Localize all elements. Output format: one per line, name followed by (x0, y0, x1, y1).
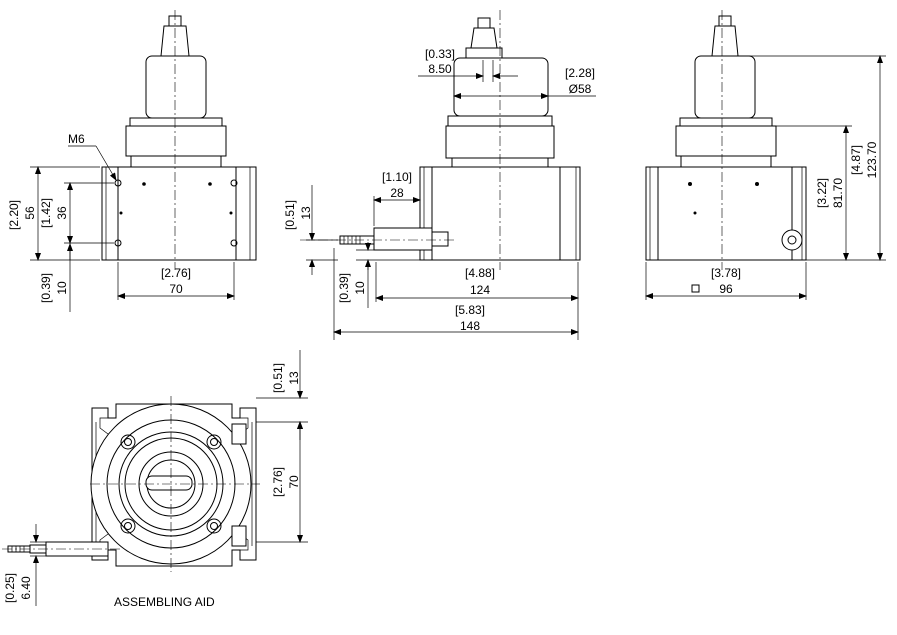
front-holes-in: [1.42] (39, 198, 53, 228)
back-housing-in: [3.22] (815, 178, 829, 208)
bottom-span-mm: 70 (287, 475, 301, 489)
bottom-span-in: [2.76] (271, 467, 285, 497)
back-total-mm: 123.70 (865, 141, 879, 178)
side-dia-mm: Ø58 (569, 82, 592, 96)
front-height-mm: 56 (23, 206, 37, 220)
side-conn-mm: 28 (390, 186, 404, 200)
side-base-mm: 10 (353, 281, 367, 295)
front-height-in: [2.20] (7, 200, 21, 230)
front-base-mm: 10 (55, 281, 69, 295)
back-view: [3.22] 81.70 [4.87] 123.70 [3.78] 96 (645, 10, 886, 300)
side-conn-h-mm: 13 (299, 206, 313, 220)
side-base-in: [0.39] (337, 273, 351, 303)
side-view: [0.33] 8.50 [2.28] Ø58 [1.10] 28 [0.51] … (283, 10, 596, 340)
side-dia-in: [2.28] (565, 66, 595, 80)
front-holes-mm: 36 (55, 206, 69, 220)
front-view: M6 [2.20] 56 [1.42] 36 [0.39] 10 [2.76] … (7, 10, 257, 312)
thread-label: M6 (68, 132, 85, 146)
bolt-holes (120, 434, 222, 534)
side-body-mm: 124 (470, 283, 490, 297)
caption-assembling-aid: ASSEMBLING AID (114, 595, 215, 609)
back-housing-mm: 81.70 (831, 178, 845, 208)
side-conn-in: [1.10] (382, 170, 412, 184)
side-flat-mm: 8.50 (428, 62, 452, 76)
side-flat-in: [0.33] (425, 47, 455, 61)
side-conn-h-in: [0.51] (283, 200, 297, 230)
front-width-in: [2.76] (161, 266, 191, 280)
bottom-top-mm: 13 (287, 371, 301, 385)
bottom-top-in: [0.51] (271, 363, 285, 393)
side-body-in: [4.88] (465, 266, 495, 280)
bottom-offset-in: [0.25] (3, 573, 17, 603)
front-base-in: [0.39] (39, 273, 53, 303)
back-total-in: [4.87] (849, 145, 863, 175)
back-width-mm: 96 (719, 282, 733, 296)
side-total-mm: 148 (460, 319, 480, 333)
back-width-in: [3.78] (711, 266, 741, 280)
bottom-offset-mm: 6.40 (19, 576, 33, 600)
bottom-view: [0.51] 13 [2.76] 70 [0.25] 6.40 ASSEMBLI… (2, 350, 308, 609)
side-total-in: [5.83] (455, 303, 485, 317)
front-width-mm: 70 (169, 282, 183, 296)
